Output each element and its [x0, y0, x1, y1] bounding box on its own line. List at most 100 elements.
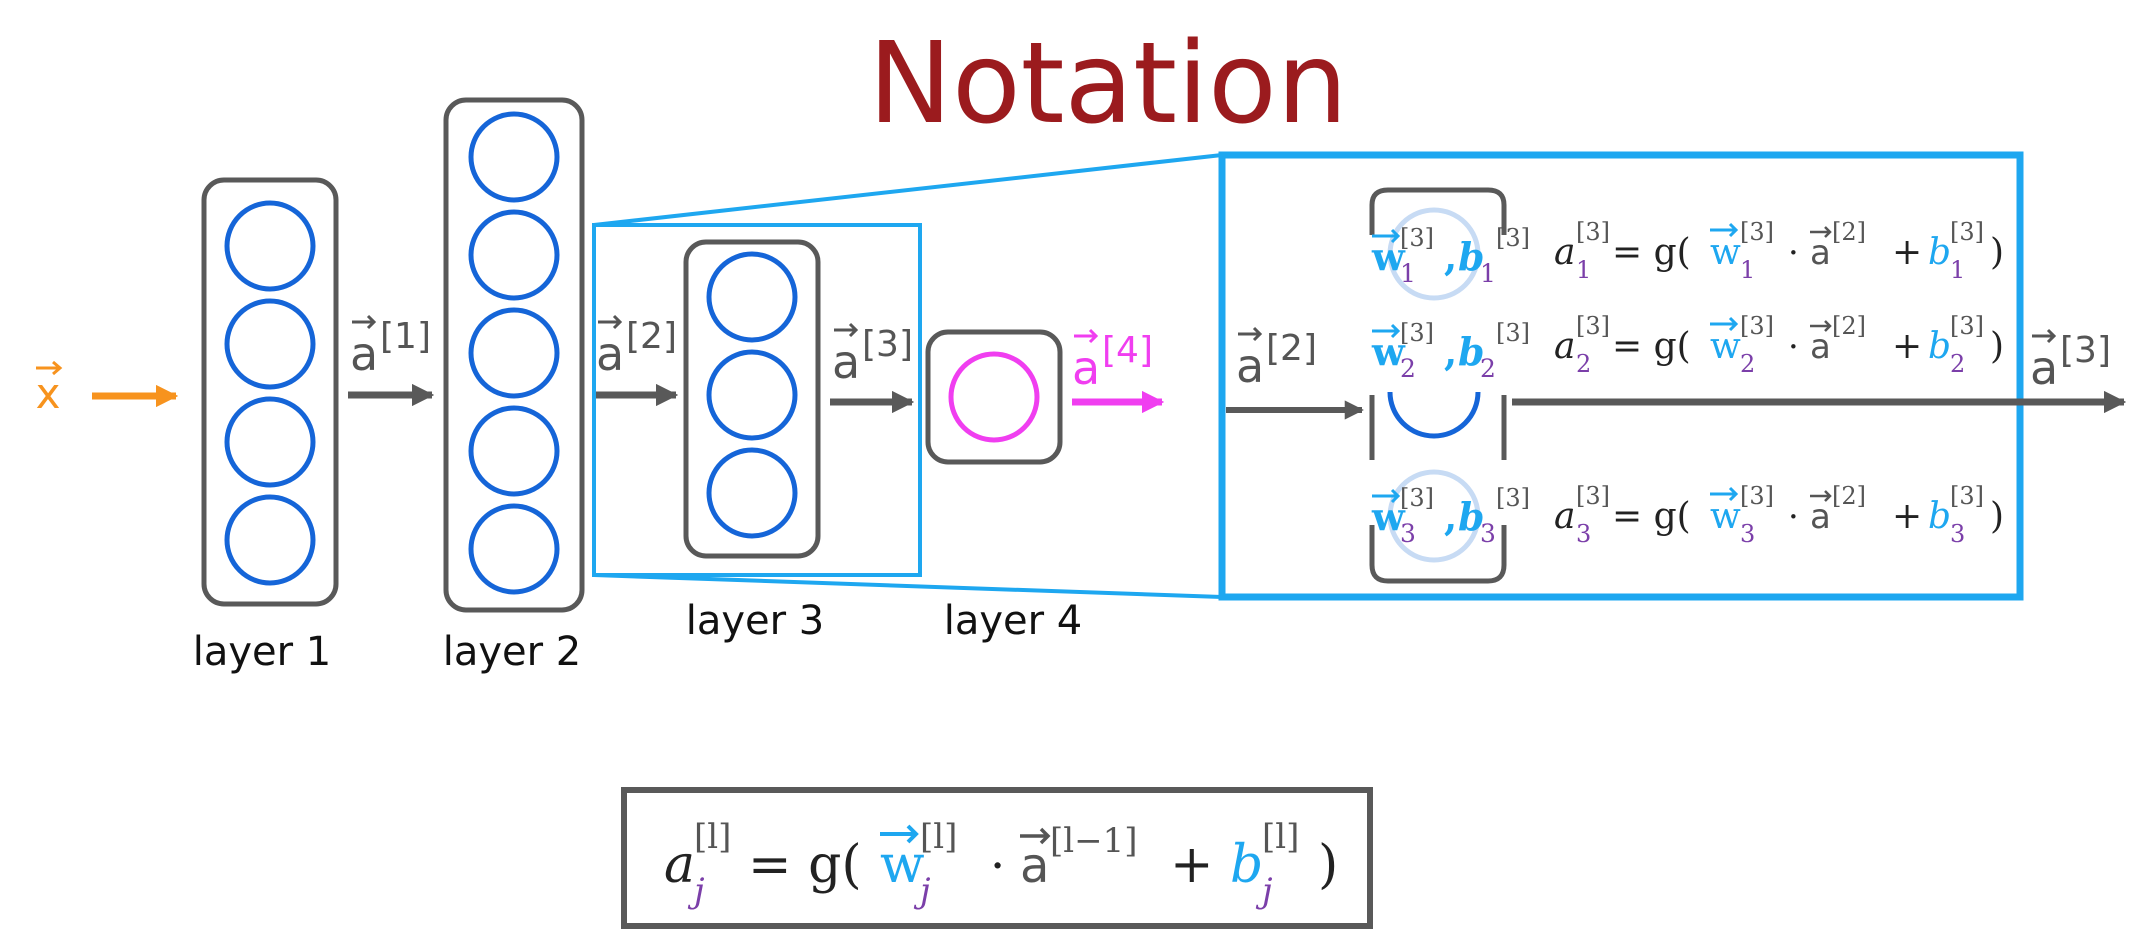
gen-close: ): [1318, 835, 1338, 895]
unit-3-equation: a 3 [3] = g( w 3 [3] · a [2] + b 3 [3] ): [1554, 482, 2004, 548]
eq-a-prev: a: [1810, 497, 1831, 537]
activation-2-sup: [2]: [626, 316, 677, 357]
eq-b: b: [1928, 232, 1951, 273]
layer-3: [683, 239, 821, 559]
eq-sub: 2: [1576, 350, 1591, 378]
zoom-box: [1218, 151, 2024, 601]
eq-lhs: a: [1554, 232, 1575, 273]
eq-dot: ·: [1788, 327, 1799, 367]
unit-1-equation: a 1 [3] = g( w 1 [3] · a [2] + b 1 [3] ): [1554, 218, 2004, 284]
eq-a-prev: a: [1810, 233, 1831, 273]
layer-4-label: layer 4: [944, 598, 1083, 644]
eq-plus: +: [1892, 232, 1922, 273]
zoom-input-base: a: [1236, 339, 1264, 393]
zoom-box-top: [1369, 187, 1507, 235]
eq-sup: [3]: [1950, 312, 1984, 340]
eq-sub: 2: [1740, 350, 1755, 378]
activation-4: a [4]: [1072, 328, 1153, 395]
vector-arrow-icon: [352, 314, 377, 330]
eq-sub: 3: [1576, 520, 1591, 548]
eq-close: ): [1990, 326, 2004, 367]
eq-sup: [3]: [1740, 482, 1774, 510]
activation-1: a [1]: [350, 314, 431, 381]
param-sup: [3]: [1400, 224, 1434, 252]
neuron: [706, 251, 798, 343]
unit-1: w 1 [3] , b 1 [3] a 1 [3] = g( w 1 [3] ·…: [1371, 218, 2004, 288]
gen-b: b: [1230, 835, 1263, 895]
activation-2-base: a: [596, 327, 624, 381]
neuron: [468, 405, 560, 497]
layer-2-label: layer 2: [443, 629, 582, 675]
unit-2: w 2 [3] , b 2 [3] a 2 [3] = g( w 2 [3] ·…: [1371, 312, 2004, 383]
neuron: [468, 209, 560, 301]
activation-4-base: a: [1072, 341, 1100, 395]
neuron: [1387, 469, 1481, 563]
gen-plus: +: [1170, 835, 1214, 895]
zoom-box-bottom: [1369, 525, 1507, 584]
param-sub: 1: [1400, 259, 1416, 288]
eq-sup: [3]: [1576, 482, 1610, 510]
param-w: w: [1371, 234, 1406, 279]
zoom-output-base: a: [2030, 341, 2058, 395]
neuron: [1387, 391, 1481, 439]
neuron: [1387, 207, 1481, 301]
eq-a-prev: a: [1810, 327, 1831, 367]
eq-sub: 2: [1950, 350, 1965, 378]
eq-plus: +: [1892, 496, 1922, 537]
eq-plus: +: [1892, 326, 1922, 367]
output-neuron: [948, 351, 1040, 443]
zoom-output-activation: a [3]: [2030, 328, 2111, 395]
activation-3-base: a: [832, 335, 860, 389]
activation-1-sup: [1]: [380, 316, 431, 357]
eq-sub: 3: [1740, 520, 1755, 548]
layer-4-box: [925, 329, 1063, 465]
gen-eq: = g(: [748, 835, 862, 895]
eq-open: = g(: [1612, 326, 1691, 367]
unit-2-params: w 2 [3] , b 2 [3]: [1371, 319, 1530, 383]
vector-arrow-icon: [1710, 316, 1739, 332]
neuron: [224, 396, 316, 488]
zoom-line-top: [593, 153, 1223, 227]
param-sup: [3]: [1400, 484, 1434, 512]
vector-arrow-icon: [1810, 320, 1832, 332]
param-w: w: [1371, 329, 1406, 374]
eq-w: w: [1710, 232, 1741, 273]
zoom-input-activation: a [2]: [1236, 326, 1317, 393]
layer-1-label: layer 1: [193, 629, 332, 675]
layer-4: [925, 329, 1063, 465]
eq-b: b: [1928, 496, 1951, 537]
eq-open: = g(: [1612, 232, 1691, 273]
unit-3-params: w 3 [3] , b 3 [3]: [1371, 484, 1530, 548]
unit-1-params: w 1 [3] , b 1 [3]: [1371, 224, 1530, 288]
vector-arrow-icon: [1074, 328, 1099, 344]
param-sub: 2: [1480, 354, 1496, 383]
activation-2: a [2]: [596, 314, 677, 381]
param-sup: [3]: [1400, 319, 1434, 347]
vector-arrow-icon: [1372, 228, 1401, 244]
param-w: w: [1371, 494, 1406, 539]
param-comma: ,: [1444, 329, 1457, 374]
eq-sub: 1: [1576, 256, 1591, 284]
eq-sup: [3]: [1740, 312, 1774, 340]
eq-sup: [3]: [1950, 218, 1984, 246]
neuron: [224, 200, 316, 292]
eq-sup: [3]: [1740, 218, 1774, 246]
layer-3-highlight-box: [592, 223, 922, 577]
gen-a-prev: a: [1020, 838, 1049, 894]
eq-sub: 3: [1950, 520, 1965, 548]
eq-lhs: a: [1554, 496, 1575, 537]
gen-l: [l]: [694, 817, 731, 857]
vector-arrow-icon: [834, 322, 859, 338]
vector-arrow-icon: [1372, 488, 1401, 504]
eq-b: b: [1928, 326, 1951, 367]
param-sub: 3: [1400, 519, 1416, 548]
layer-2-box: [443, 97, 585, 613]
eq-a-prev-sup: [2]: [1832, 218, 1866, 246]
eq-sup: [3]: [1950, 482, 1984, 510]
gen-lhs: a: [664, 835, 695, 895]
param-sub: 3: [1480, 519, 1496, 548]
eq-a-prev-sup: [2]: [1832, 482, 1866, 510]
layer-3-box: [683, 239, 821, 559]
activation-3-sup: [3]: [862, 324, 913, 365]
